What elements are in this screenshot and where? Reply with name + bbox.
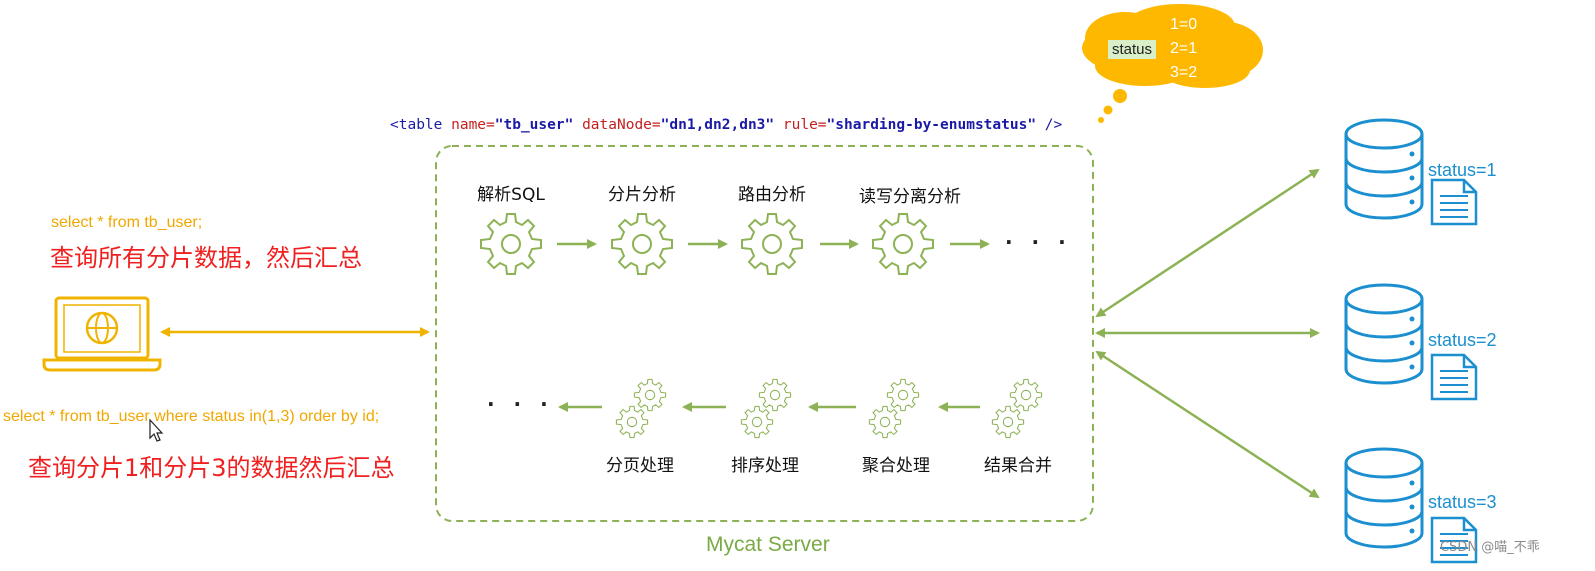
config-val-rule: "sharding-by-enumstatus" <box>826 117 1037 133</box>
mycat-server-box <box>435 145 1094 522</box>
cloud-mapping-3: 3=2 <box>1170 64 1198 81</box>
gears-icon-aggregate <box>868 378 920 439</box>
document-icon-shard2 <box>1430 353 1478 401</box>
shard1-label: status=1 <box>1428 160 1497 180</box>
gear-icon-parse <box>480 213 542 275</box>
gear-icon-rw <box>872 213 934 275</box>
cloud-mappings: 1=0 2=1 3=2 <box>1170 13 1197 85</box>
step-label-sorting: 排序处理 <box>731 456 799 476</box>
step-label-rw-split-analysis: 读写分离分析 <box>859 187 961 207</box>
shard2-label: status=2 <box>1428 330 1497 350</box>
shard1-arrow <box>1095 168 1320 318</box>
config-attr-rule: rule= <box>774 117 827 133</box>
query1-description: 查询所有分片数据，然后汇总 <box>50 244 362 272</box>
query2-description: 查询分片1和分片3的数据然后汇总 <box>28 454 395 482</box>
step-label-route-analysis: 路由分析 <box>738 185 806 205</box>
cloud-mapping-1: 1=0 <box>1170 16 1198 33</box>
database-icon-shard3 <box>1344 447 1424 549</box>
query1-sql: select * from tb_user; <box>51 214 203 231</box>
database-icon-shard1 <box>1344 118 1424 220</box>
mycat-server-label: Mycat Server <box>706 533 830 556</box>
step-label-aggregation: 聚合处理 <box>862 456 930 476</box>
config-attr-name: name= <box>451 117 495 133</box>
config-tag-open: <table <box>390 117 452 133</box>
cursor-icon <box>149 418 164 442</box>
config-attr-datanode: dataNode= <box>573 117 661 133</box>
gear-icon-route <box>741 213 803 275</box>
status-cloud <box>1082 4 1263 123</box>
gears-icon-paging <box>615 378 667 439</box>
table-config-line: <table name="tb_user" dataNode="dn1,dn2,… <box>390 117 1062 133</box>
step-label-parse-sql: 解析SQL <box>477 185 545 205</box>
config-val-name: "tb_user" <box>494 117 574 133</box>
query2-sql: select * from tb_user where status in(1,… <box>3 408 380 425</box>
bottom-ellipsis: · · · <box>487 392 554 416</box>
step-label-paging: 分页处理 <box>606 456 674 476</box>
laptop-icon <box>42 296 162 372</box>
document-icon-shard1 <box>1430 178 1478 226</box>
cloud-mapping-2: 2=1 <box>1170 40 1198 57</box>
cloud-status-label: status <box>1108 40 1157 59</box>
config-val-datanode: "dn1,dn2,dn3" <box>660 117 775 133</box>
top-ellipsis: · · · <box>1005 230 1072 254</box>
watermark: CSDN @喵_不乖 <box>1440 540 1540 555</box>
gears-icon-sort <box>740 378 792 439</box>
config-tag-close: /> <box>1036 117 1063 133</box>
step-label-result-merge: 结果合并 <box>984 456 1052 476</box>
shard3-arrow <box>1095 350 1320 499</box>
gears-icon-merge <box>991 378 1043 439</box>
step-label-shard-analysis: 分片分析 <box>608 185 676 205</box>
shard3-label: status=3 <box>1428 492 1497 512</box>
gear-icon-shard <box>611 213 673 275</box>
database-icon-shard2 <box>1344 283 1424 385</box>
